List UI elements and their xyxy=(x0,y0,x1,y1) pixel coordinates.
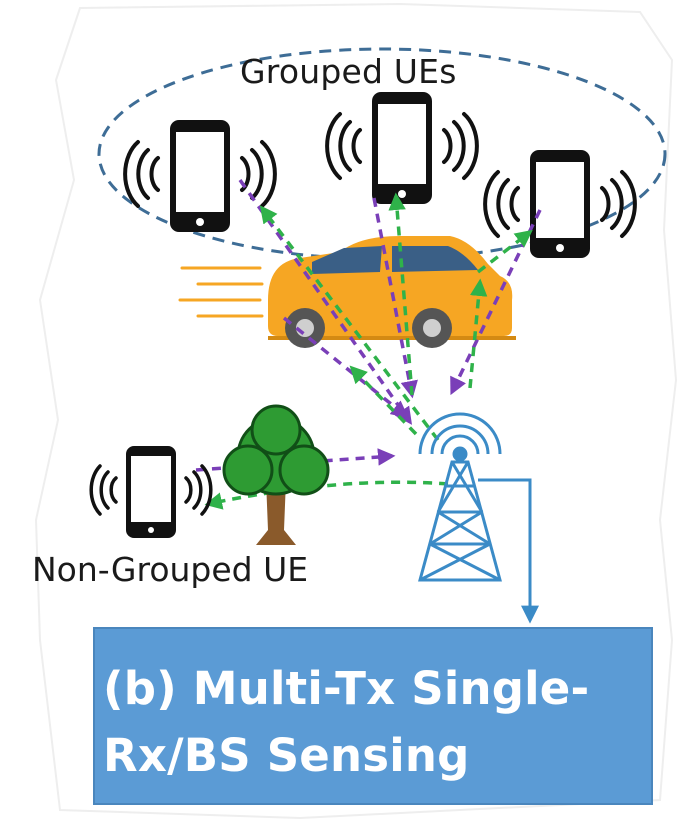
signal-waves-icon xyxy=(325,112,479,180)
phone-icon xyxy=(126,446,176,538)
grouped-ues-label: Grouped UEs xyxy=(240,52,457,91)
phone-icon xyxy=(170,120,230,232)
cell-tower-icon xyxy=(418,412,502,582)
signal-waves-icon xyxy=(123,140,277,208)
signal-waves-icon xyxy=(89,464,213,516)
car-icon xyxy=(178,236,516,348)
tree-icon xyxy=(222,404,330,545)
phone-icon xyxy=(372,92,432,204)
signal-waves-icon xyxy=(483,170,637,238)
phone-icon xyxy=(530,150,590,258)
non-grouped-ue-label: Non-Grouped UE xyxy=(32,550,309,589)
green-reflection-arrows xyxy=(204,192,533,510)
caption-line-1: (b) Multi-Tx Single- xyxy=(103,662,590,715)
caption-line-2: Rx/BS Sensing xyxy=(103,729,470,782)
tower-to-caption-arrow xyxy=(478,478,539,624)
caption-box: (b) Multi-Tx Single- Rx/BS Sensing xyxy=(93,627,653,805)
